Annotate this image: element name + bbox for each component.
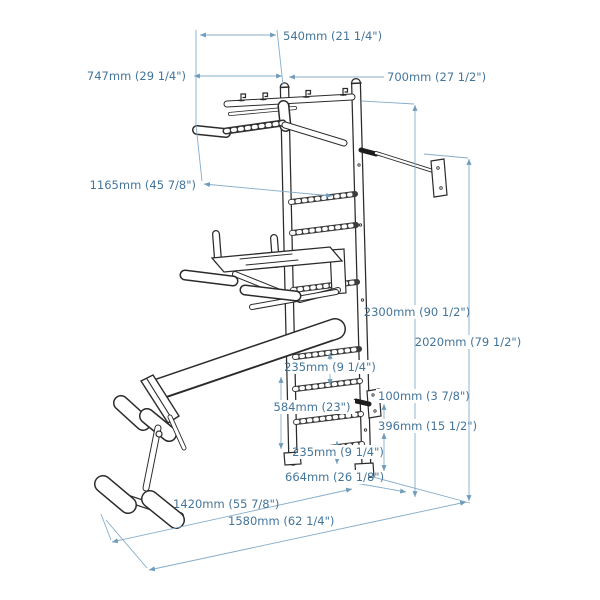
extension-line [423,153,469,159]
extension-line [105,519,148,569]
extension-line [361,100,415,105]
beam-hooks [237,87,349,102]
dim-line-1580 [148,500,467,572]
dimension-label-backgrounds [270,305,516,484]
dimension-labels: 540mm (21 1/4") 747mm (29 1/4") 700mm (2… [87,29,521,528]
dim-label-1580: 1580mm (62 1/4") [228,514,334,528]
dimension-annotations [100,29,472,572]
dim-label-235a: 235mm (9 1/4") [284,360,376,374]
extension-line [195,124,203,182]
dim-label-1165: 1165mm (45 7/8") [90,178,196,192]
wall-anchor-top [358,147,448,198]
dim-label-584: 584mm (23") [274,400,351,414]
dim-label-2020: 2020mm (79 1/2") [415,335,521,349]
dim-label-2300: 2300mm (90 1/2") [364,305,470,319]
dim-line-1165 [203,182,333,198]
dim-label-700: 700mm (27 1/2") [387,70,486,84]
dim-label-235b: 235mm (9 1/4") [292,445,384,459]
dim-label-100: 100mm (3 7/8") [378,389,470,403]
extension-line [100,513,112,541]
dim-label-1420: 1420mm (55 7/8") [173,497,279,511]
pullup-bar-assembly [192,87,356,147]
dim-label-540: 540mm (21 1/4") [283,29,382,43]
dim-label-396: 396mm (15 1/2") [378,419,477,433]
dip-station [179,230,347,310]
dim-label-747: 747mm (29 1/4") [87,69,186,83]
dim-label-664: 664mm (26 1/8") [285,470,384,484]
